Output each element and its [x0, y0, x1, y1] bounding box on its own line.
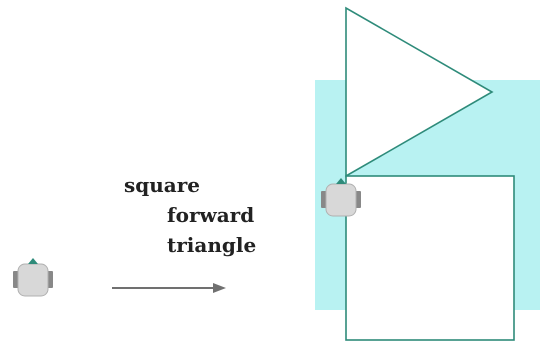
right-arrow-icon — [112, 283, 226, 293]
command-forward: forward — [167, 203, 254, 227]
square-shape — [345, 175, 515, 341]
turtle-robot-icon — [321, 178, 361, 217]
command-triangle: triangle — [167, 233, 256, 257]
triangle-shape — [345, 6, 494, 178]
command-square: square — [124, 173, 200, 197]
turtle-robot-icon — [13, 258, 53, 297]
